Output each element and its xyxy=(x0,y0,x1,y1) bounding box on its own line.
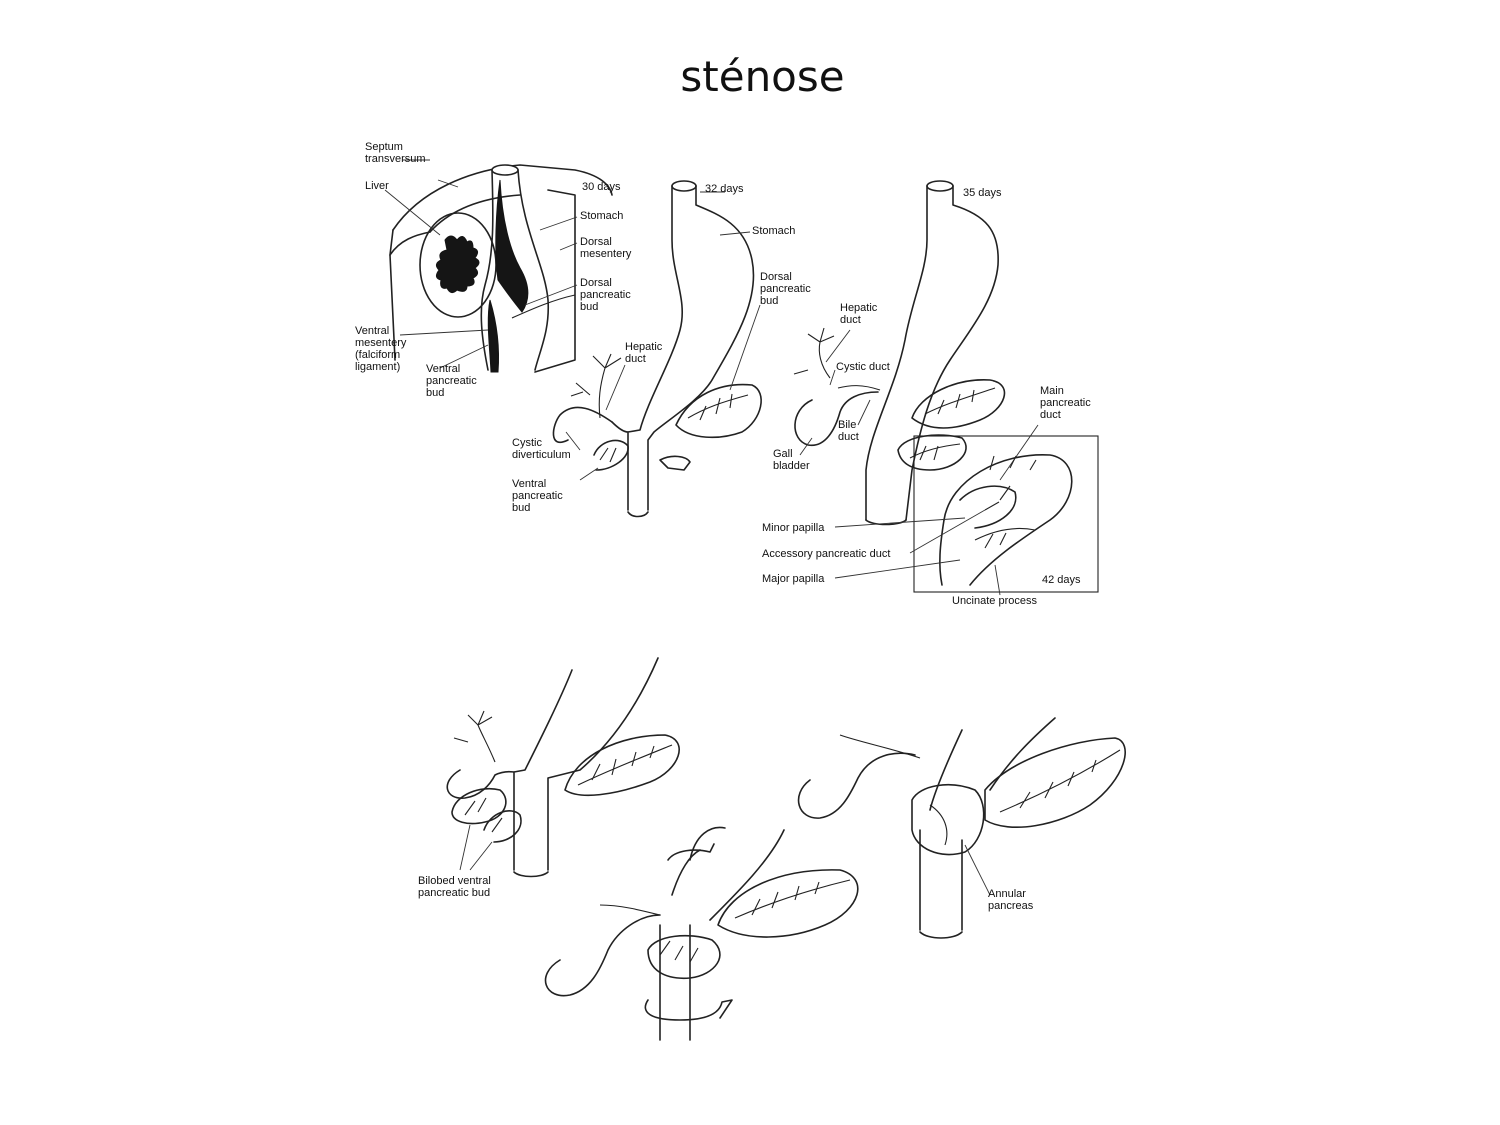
label-accessory-duct: Accessory pancreatic duct xyxy=(762,548,890,560)
panel-42-frame xyxy=(913,435,1099,593)
label-stomach-30: Stomach xyxy=(580,210,623,222)
label-42-stage: 42 days xyxy=(1042,574,1081,586)
slide-title: sténose xyxy=(680,52,845,101)
liver-shape xyxy=(419,212,497,318)
label-30-stage: 30 days xyxy=(582,181,621,193)
label-stomach-32: Stomach xyxy=(752,225,795,237)
label-32-stage: 32 days xyxy=(705,183,744,195)
label-minor-papilla: Minor papilla xyxy=(762,522,825,534)
label-cystic-duct: Cystic duct xyxy=(836,361,890,373)
label-major-papilla: Major papilla xyxy=(762,573,825,585)
panel-42-days: 42 days Minor papilla Accessory pancreat… xyxy=(762,435,1099,607)
label-uncinate: Uncinate process xyxy=(952,595,1037,607)
label-35-stage: 35 days xyxy=(963,187,1002,199)
label-liver: Liver xyxy=(365,180,389,192)
lower-rotation xyxy=(544,826,859,1041)
